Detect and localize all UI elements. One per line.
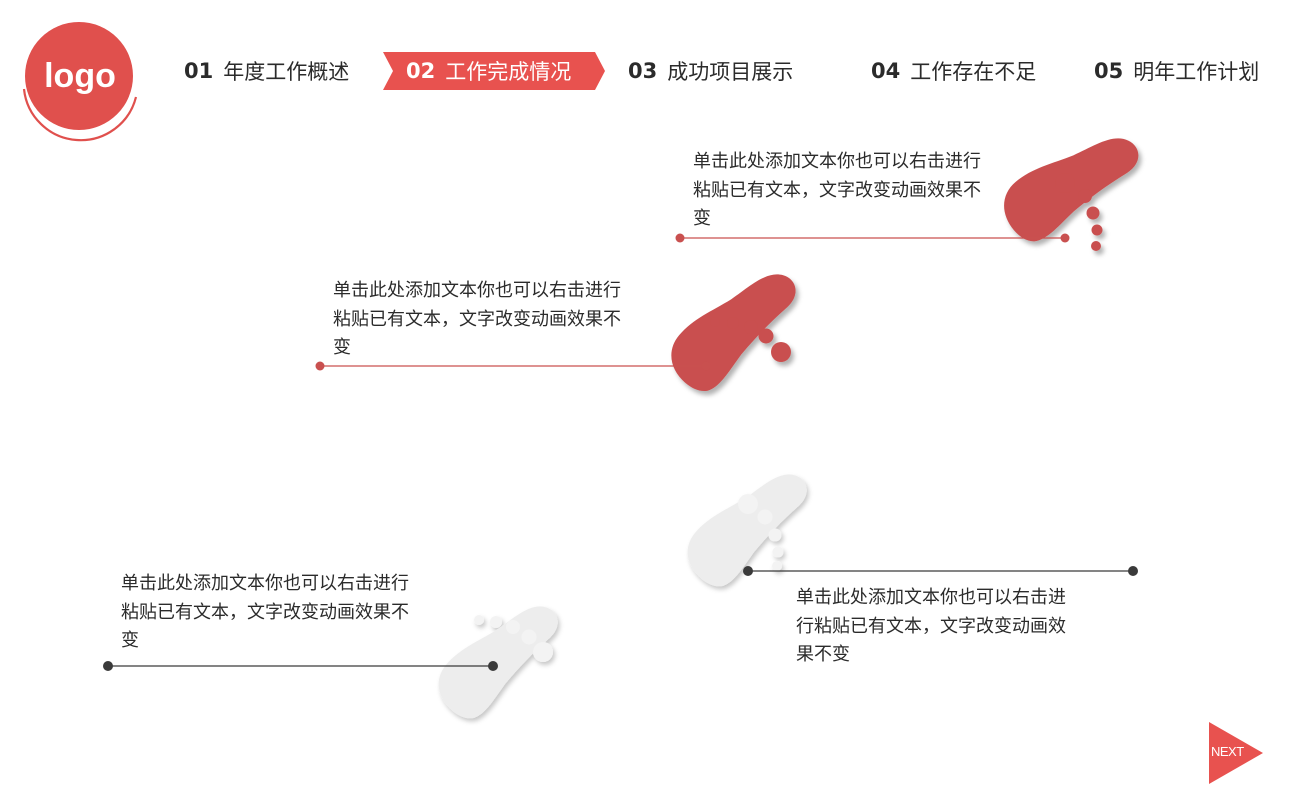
nav-item-05[interactable]: 05 明年工作计划 [1094, 52, 1259, 90]
nav-item-01[interactable]: 01 年度工作概述 [184, 52, 349, 90]
grey-footprint-2 [426, 580, 565, 729]
text-block-3[interactable]: 单击此处添加文本你也可以右击进行 粘贴已有文本，文字改变动画效果不 变 [121, 573, 409, 651]
leader-line-4 [103, 661, 498, 671]
nav-item-02[interactable]: 02 工作完成情况 [406, 52, 571, 90]
nav-item-03-label: 成功项目展示 [667, 60, 794, 84]
leader-line-2 [315, 361, 711, 371]
red-footprint-1 [990, 108, 1146, 253]
nav-item-03[interactable]: 03 成功项目展示 [628, 52, 793, 90]
nav-item-01-label: 年度工作概述 [223, 60, 350, 84]
grey-footprint-1 [675, 448, 814, 597]
nav-item-05-label: 明年工作计划 [1133, 60, 1260, 84]
text-block-1[interactable]: 单击此处添加文本你也可以右击进行 粘贴已有文本，文字改变动画效果不 变 [693, 151, 981, 229]
logo-text: logo [44, 56, 116, 95]
leader-line-3 [743, 566, 1138, 576]
text-block-2[interactable]: 单击此处添加文本你也可以右击进行 粘贴已有文本，文字改变动画效果不 变 [333, 280, 621, 358]
leader-line-1 [675, 233, 1070, 243]
active-tab-bg [383, 52, 605, 90]
next-label: NEXT [1211, 744, 1244, 759]
red-footprint-2 [658, 247, 803, 402]
next-button[interactable] [1209, 722, 1265, 784]
nav-item-04[interactable]: 04 工作存在不足 [871, 52, 1036, 90]
nav-item-04-label: 工作存在不足 [910, 60, 1037, 84]
nav-item-02-label: 工作完成情况 [445, 60, 572, 84]
text-block-4[interactable]: 单击此处添加文本你也可以右击进 行粘贴已有文本，文字改变动画效 果不变 [796, 587, 1066, 665]
logo [22, 22, 138, 142]
